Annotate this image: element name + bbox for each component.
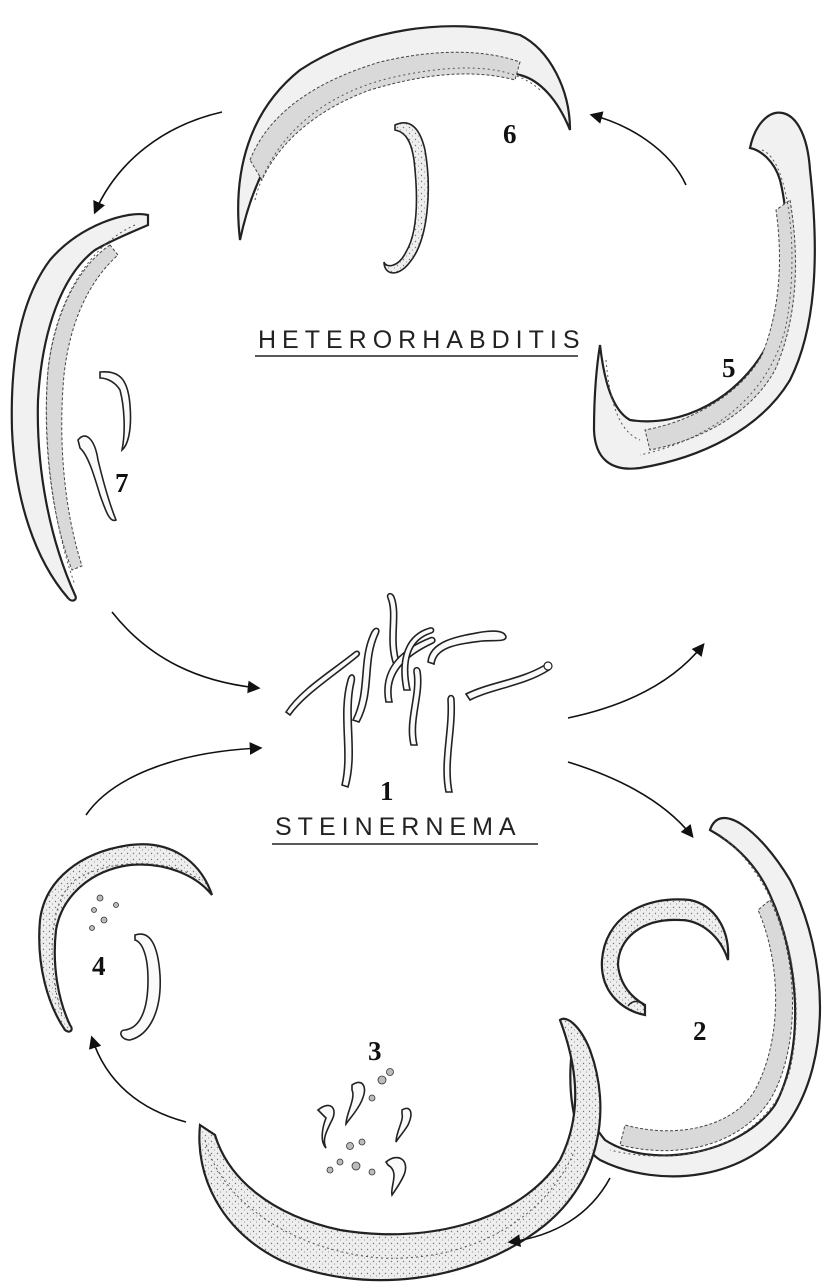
arrow-7-to-1 <box>112 612 258 688</box>
juvenile-worm <box>396 1108 411 1142</box>
stage-5-adult-worm: 5 <box>594 113 815 469</box>
juvenile-worm <box>318 1105 334 1148</box>
stage-2-number: 2 <box>693 1016 707 1046</box>
juvenile-worm <box>428 631 506 664</box>
juvenile-worm <box>386 1158 406 1195</box>
arrow-3-to-4 <box>92 1038 186 1122</box>
juvenile-worm <box>100 372 131 450</box>
juvenile-worm <box>388 594 400 665</box>
stage-3-adult-worm: 3 <box>199 1019 600 1280</box>
heterorhabditis-label: HETERORHABDITIS <box>258 326 586 354</box>
juvenile-worm <box>78 436 116 520</box>
stage-6-number: 6 <box>503 119 517 149</box>
stage-2-adult-worms: 2 <box>570 818 820 1176</box>
stage-2-small-worm <box>602 899 728 1015</box>
stage-5-number: 5 <box>722 353 736 383</box>
stage-7-number: 7 <box>115 468 129 498</box>
stage-6-adult-worm: 6 <box>238 26 570 273</box>
stage-1-infective-juveniles: 1 <box>286 594 552 806</box>
juvenile-worm <box>409 668 420 745</box>
juvenile-inside-worm <box>384 123 428 273</box>
stage-4-number: 4 <box>92 951 106 981</box>
arrow-4-to-1 <box>86 748 260 815</box>
juvenile-worm <box>444 696 454 793</box>
juvenile-inside-worm <box>121 934 160 1040</box>
arrow-6-to-7 <box>95 112 222 212</box>
stage-1-number: 1 <box>380 776 394 806</box>
juvenile-worm <box>346 1082 364 1124</box>
juvenile-worm <box>466 664 551 700</box>
arrow-1-to-5 <box>568 645 703 718</box>
arrow-5-to-6 <box>592 115 686 185</box>
stage-7-adult-worm: 7 <box>12 214 148 601</box>
arrow-1-to-2 <box>568 762 692 836</box>
juvenile-worm <box>353 628 379 722</box>
steinernema-label: STEINERNEMA <box>275 813 522 841</box>
juvenile-worm <box>342 675 354 787</box>
stage-3-number: 3 <box>368 1036 382 1066</box>
stage-4-adult-worm: 4 <box>39 844 212 1040</box>
